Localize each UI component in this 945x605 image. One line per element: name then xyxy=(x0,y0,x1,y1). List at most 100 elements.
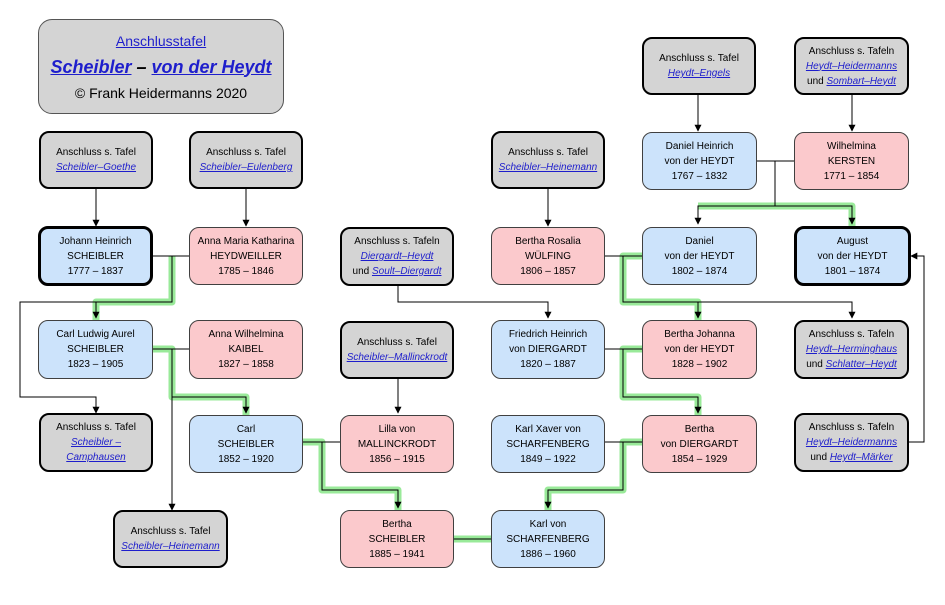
person-dates: 1767 – 1832 xyxy=(671,170,728,182)
person-surname: von DIERGARDT xyxy=(660,438,739,450)
ref-label: Anschluss s. Tafeln xyxy=(808,45,895,57)
tree-lines xyxy=(19,94,925,540)
ref-label: Anschluss s. Tafel xyxy=(56,422,136,433)
ref-link[interactable]: Heydt–Heidermanns xyxy=(805,60,898,72)
person-surname: SCHEIBLER xyxy=(67,344,124,355)
ref-mallinckrodt: Anschluss s. Tafel Scheibler–Mallinckrod… xyxy=(340,321,454,379)
person-name: Daniel xyxy=(685,235,714,247)
ref-link-2[interactable]: Soult–Diergardt xyxy=(371,266,442,277)
person-dates: 1849 – 1922 xyxy=(520,453,576,465)
person-surname: von DIERGARDT xyxy=(509,344,587,355)
ref-link[interactable]: Scheibler–Goethe xyxy=(55,162,137,173)
person-name: August xyxy=(836,235,869,247)
person-name: Johann Heinrich xyxy=(59,235,132,247)
ref-label: Anschluss s. Tafeln xyxy=(808,329,895,340)
ref-label: Anschluss s. Tafel xyxy=(206,147,286,158)
ref-link[interactable]: Scheibler–Eulenberg xyxy=(199,162,293,173)
title-names: Scheibler – von der Heydt xyxy=(50,52,271,82)
ref-label: Anschluss s. Tafel xyxy=(508,147,588,158)
ref-link-cont[interactable]: Camphausen xyxy=(66,452,126,463)
ref-link[interactable]: Scheibler – xyxy=(70,437,122,448)
ref-link[interactable]: Heydt–Heidermanns xyxy=(805,437,898,448)
ref-heidermanns-sombart: Anschluss s. Tafeln Heydt–Heidermanns un… xyxy=(794,37,909,95)
person-dates: 1827 – 1858 xyxy=(218,359,274,370)
person-carl-ludwig: Carl Ludwig Aurel SCHEIBLER 1823 – 1905 xyxy=(38,320,153,379)
person-karl-von-scharfenberg: Karl von SCHARFENBERG 1886 – 1960 xyxy=(491,510,605,568)
person-surname: von der HEYDT xyxy=(664,344,735,355)
person-surname: SCHEIBLER xyxy=(67,250,124,262)
person-name: Anna Wilhelmina xyxy=(208,329,284,340)
ref-label: Anschluss s. Tafel xyxy=(357,337,437,348)
person-name: Karl Xaver von xyxy=(515,423,581,435)
person-surname: von der HEYDT xyxy=(664,250,735,262)
person-bertha-johanna: Bertha Johanna von der HEYDT 1828 – 1902 xyxy=(642,320,757,379)
person-dates: 1820 – 1887 xyxy=(520,359,576,370)
person-name: Bertha xyxy=(684,423,715,435)
ref-line2: und Soult–Diergardt xyxy=(353,264,442,279)
ref-link[interactable]: Scheibler–Heinemann xyxy=(121,541,220,552)
person-friedrich-heinrich: Friedrich Heinrich von DIERGARDT 1820 – … xyxy=(491,320,605,379)
person-name: Bertha xyxy=(382,518,412,530)
ref-link[interactable]: Scheibler–Mallinckrodt xyxy=(346,352,448,363)
person-carl: Carl SCHEIBLER 1852 – 1920 xyxy=(189,415,303,473)
person-bertha-scheibler: Bertha SCHEIBLER 1885 – 1941 xyxy=(340,510,454,568)
person-surname: WÜLFING xyxy=(524,250,572,262)
ref-heinemann-top: Anschluss s. Tafel Scheibler–Heinemann xyxy=(491,131,605,189)
ref-line2: und Schlatter–Heydt xyxy=(806,357,897,372)
ref-link-2[interactable]: Sombart–Heydt xyxy=(826,75,896,87)
copyright: © Frank Heidermanns 2020 xyxy=(74,84,248,101)
ref-label: Anschluss s. Tafeln xyxy=(808,422,895,433)
person-surname: KAIBEL xyxy=(228,344,264,355)
person-surname: von der HEYDT xyxy=(664,155,735,167)
person-dates: 1885 – 1941 xyxy=(369,548,425,560)
name2-link[interactable]: von der Heydt xyxy=(151,56,272,77)
person-name: Friedrich Heinrich xyxy=(508,329,588,340)
ref-heinemann-bottom: Anschluss s. Tafel Scheibler–Heinemann xyxy=(113,510,228,568)
person-name: Lilla von xyxy=(378,423,416,435)
und-text: und xyxy=(810,452,830,463)
person-name: Anna Maria Katharina xyxy=(197,235,295,247)
ref-label: Anschluss s. Tafeln xyxy=(354,236,440,247)
person-dates: 1801 – 1874 xyxy=(824,265,881,277)
person-dates: 1802 – 1874 xyxy=(671,265,728,277)
person-dates: 1852 – 1920 xyxy=(218,453,274,465)
person-anna-maria: Anna Maria Katharina HEYDWEILLER 1785 – … xyxy=(189,227,303,285)
person-dates: 1828 – 1902 xyxy=(671,359,728,370)
person-johann-heinrich: Johann Heinrich SCHEIBLER 1777 – 1837 xyxy=(38,226,153,286)
person-august: August von der HEYDT 1801 – 1874 xyxy=(794,226,911,286)
person-daniel-heinrich: Daniel Heinrich von der HEYDT 1767 – 183… xyxy=(642,132,757,190)
person-dates: 1823 – 1905 xyxy=(67,359,124,370)
ref-link-2[interactable]: Heydt–Märker xyxy=(829,452,893,463)
person-surname: SCHARFENBERG xyxy=(506,533,590,545)
person-name: Carl xyxy=(236,423,256,435)
ref-link-2[interactable]: Schlatter–Heydt xyxy=(825,359,897,370)
person-surname: HEYDWEILLER xyxy=(210,250,282,262)
person-name: Bertha Rosalia xyxy=(515,235,581,247)
person-surname: von der HEYDT xyxy=(817,250,888,262)
title-dash: – xyxy=(131,56,152,77)
person-surname: SCHEIBLER xyxy=(217,438,275,450)
person-surname: SCHARFENBERG xyxy=(506,438,590,450)
name1-link[interactable]: Scheibler xyxy=(50,56,132,77)
person-lilla: Lilla von MALLINCKRODT 1856 – 1915 xyxy=(340,415,454,473)
ref-link[interactable]: Heydt–Engels xyxy=(667,68,731,79)
person-wilhelmina: Wilhelmina KERSTEN 1771 – 1854 xyxy=(794,132,909,190)
ref-line2: und Heydt–Märker xyxy=(810,450,892,465)
person-bertha-diergardt: Bertha von DIERGARDT 1854 – 1929 xyxy=(642,415,757,473)
person-name: Wilhelmina xyxy=(827,140,876,152)
ref-camphausen: Anschluss s. Tafel Scheibler – Camphause… xyxy=(39,413,153,472)
ref-link[interactable]: Scheibler–Heinemann xyxy=(498,162,598,173)
person-name: Bertha Johanna xyxy=(664,329,735,340)
title-link[interactable]: Anschlusstafel xyxy=(115,32,207,49)
und-text: und xyxy=(352,266,372,277)
person-dates: 1777 – 1837 xyxy=(67,265,124,277)
person-daniel: Daniel von der HEYDT 1802 – 1874 xyxy=(642,227,757,285)
person-surname: MALLINCKRODT xyxy=(357,438,437,450)
person-bertha-rosalia: Bertha Rosalia WÜLFING 1806 – 1857 xyxy=(491,227,605,285)
ref-link[interactable]: Heydt–Herminghaus xyxy=(805,344,898,355)
ref-link[interactable]: Diergardt–Heydt xyxy=(360,251,434,262)
person-anna-wilhelmina: Anna Wilhelmina KAIBEL 1827 – 1858 xyxy=(189,320,303,379)
ref-diergardt: Anschluss s. Tafeln Diergardt–Heydt und … xyxy=(340,227,454,286)
